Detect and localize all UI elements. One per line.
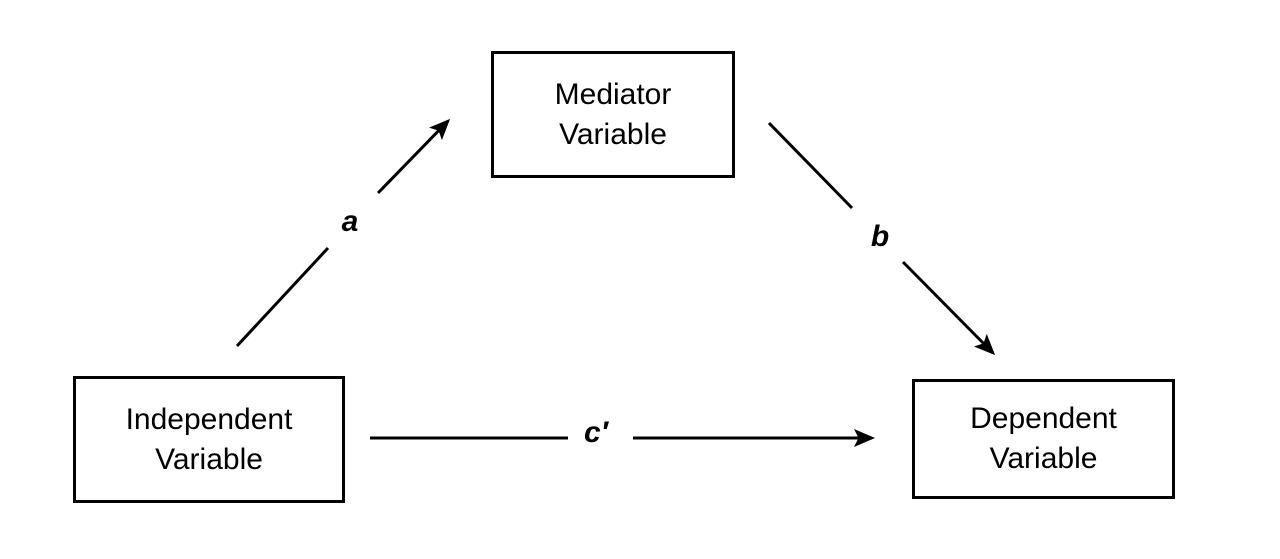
arrow-b-segment: [767, 121, 854, 210]
dependent-variable-label-line1: Dependent: [970, 402, 1117, 435]
mediator-variable-label-line1: Mediator: [554, 77, 672, 111]
arrow-a-head-icon: [376, 118, 451, 195]
path-b-label: b: [866, 222, 894, 252]
independent-variable-label-line2: Variable: [155, 442, 263, 476]
arrow-b-head-icon: [901, 260, 996, 356]
dependent-variable-box: Dependent Variable: [912, 379, 1175, 499]
path-a-label: a: [337, 207, 363, 237]
arrow-a-segment: [235, 246, 330, 348]
dependent-variable-label-line2: Variable: [989, 442, 1098, 475]
arrow-b-mediator-to-dependent: [767, 121, 996, 356]
mediator-variable-label-line2: Variable: [559, 117, 667, 151]
mediator-variable-box: Mediator Variable: [491, 51, 735, 178]
arrow-a-independent-to-mediator: [235, 118, 451, 348]
independent-variable-box: Independent Variable: [73, 376, 345, 503]
independent-variable-label-line1: Independent: [125, 402, 293, 436]
path-c-prime-label: c′: [580, 418, 612, 448]
